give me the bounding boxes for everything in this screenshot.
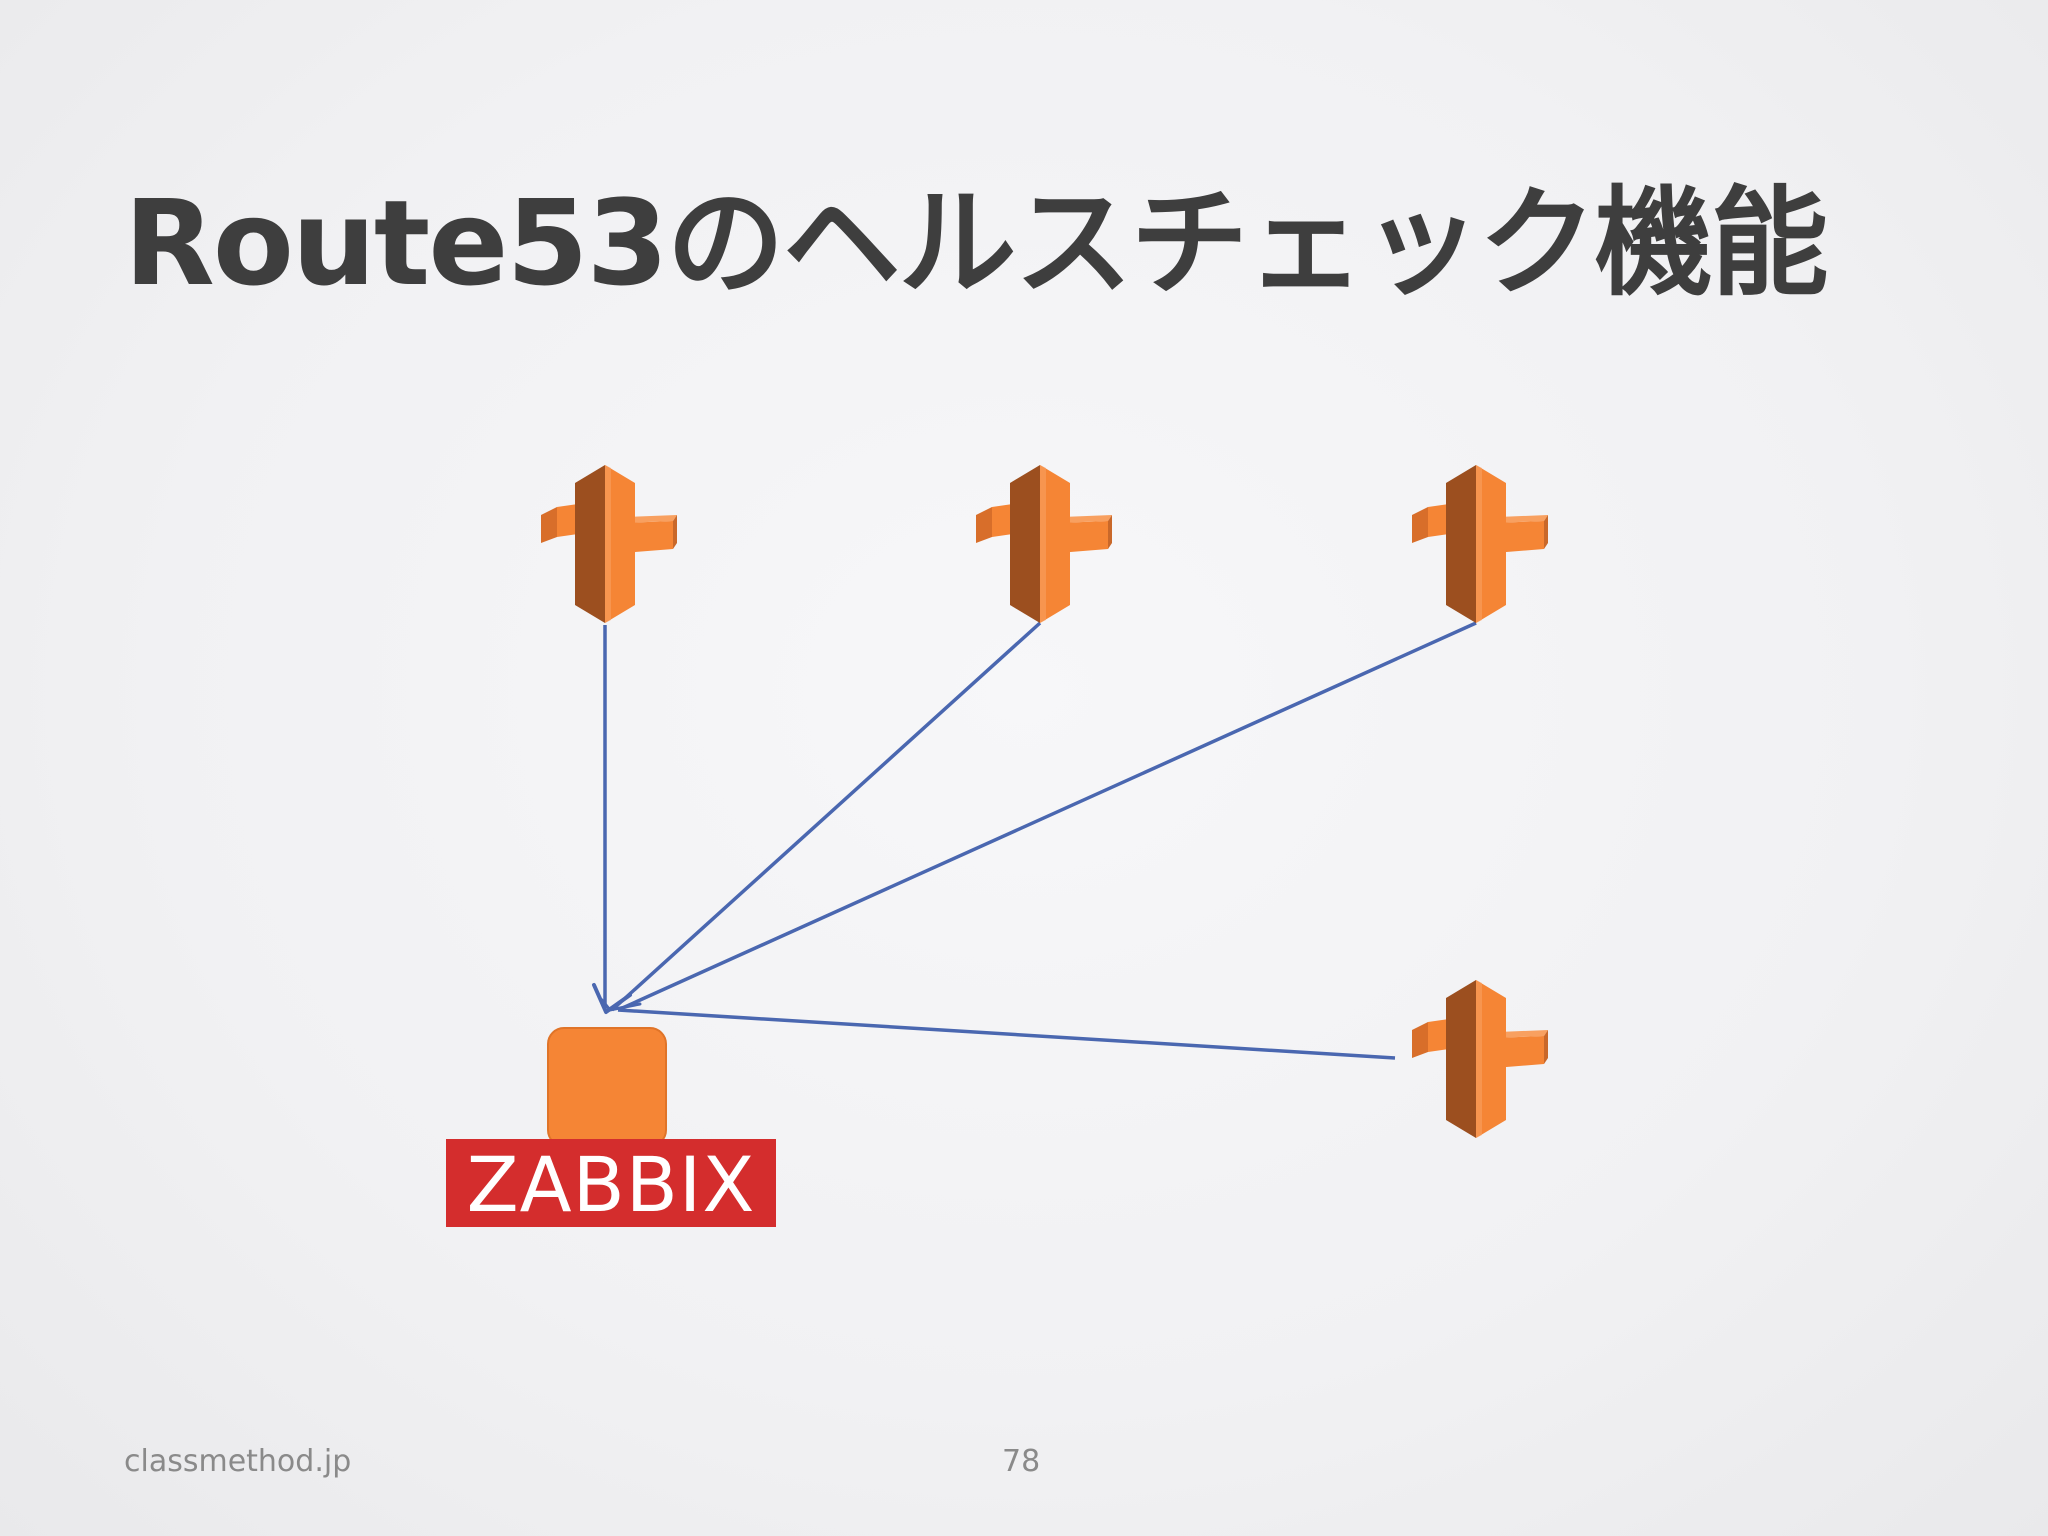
zabbix-label: ZABBIX xyxy=(446,1139,776,1229)
page-number: 78 xyxy=(1002,1444,1041,1479)
zabbix-label-text: ZABBIX xyxy=(467,1140,756,1229)
edge-route53-3 xyxy=(617,621,1477,1012)
arrowhead xyxy=(592,983,642,1014)
route53-icon xyxy=(541,465,677,623)
route53-icon xyxy=(1412,980,1548,1138)
slide-title: Route53のヘルスチェック機能 xyxy=(124,174,1829,312)
footer-site: classmethod.jp xyxy=(124,1444,352,1479)
route53-icon xyxy=(1412,465,1548,623)
route53-icon xyxy=(976,465,1112,623)
edge-route53-2 xyxy=(610,621,1042,1012)
server-icon xyxy=(547,1027,667,1147)
edge-route53-4 xyxy=(617,1008,1396,1060)
